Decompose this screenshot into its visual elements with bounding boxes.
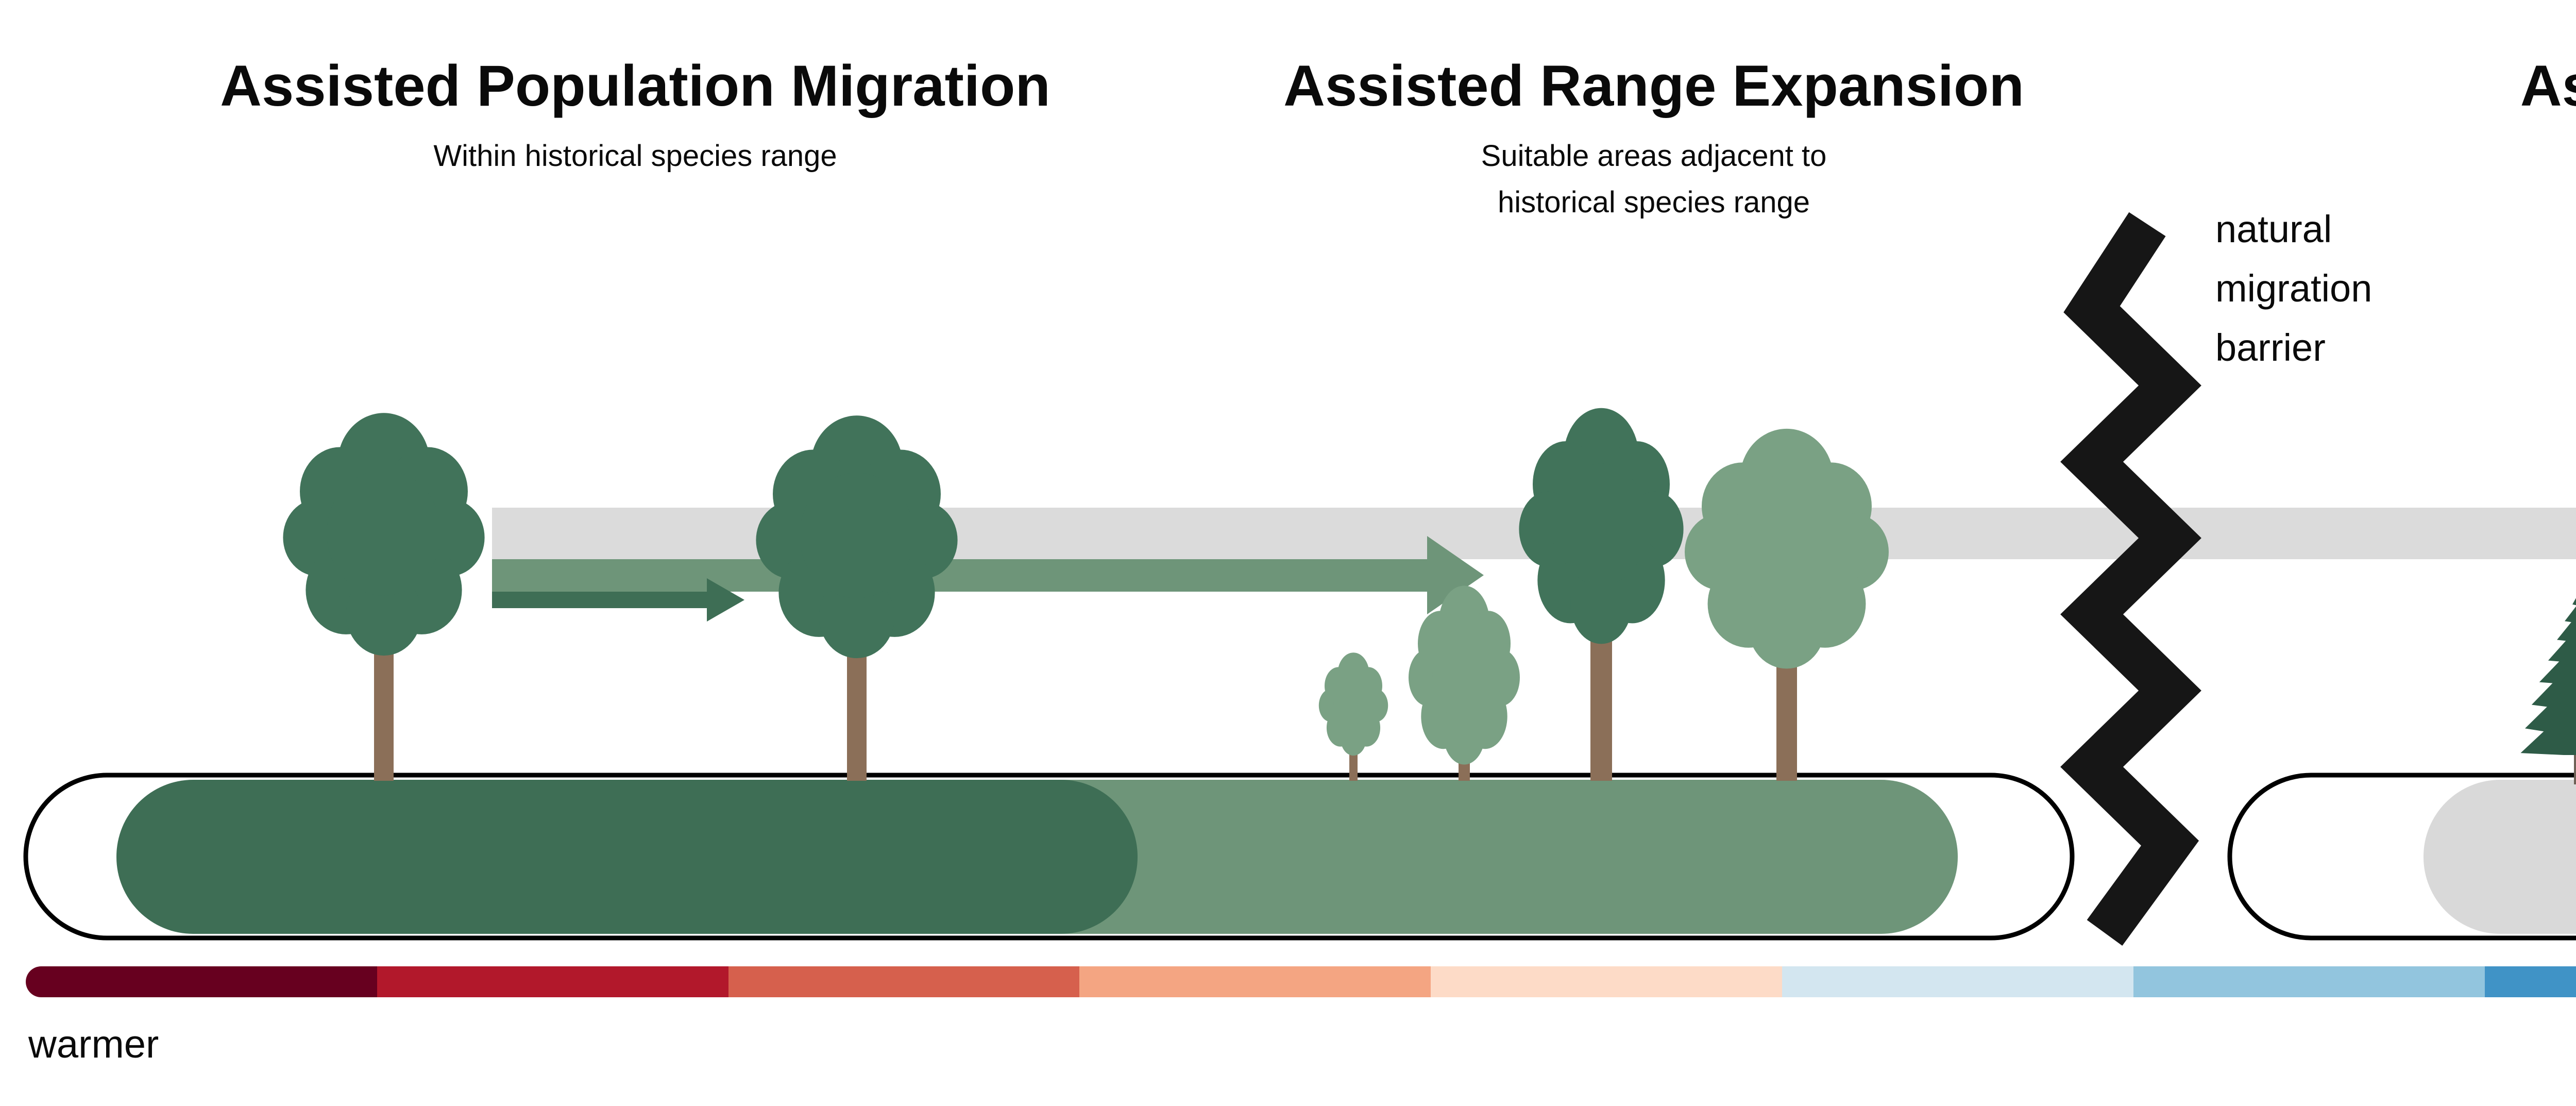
deciduous-crown bbox=[1519, 408, 1684, 644]
colorbar-label-warmer: warmer bbox=[28, 1023, 159, 1066]
colorbar-segment bbox=[1782, 966, 2133, 997]
deciduous-crown bbox=[1318, 652, 1388, 756]
deciduous-crown bbox=[283, 413, 485, 656]
core-range-capsule bbox=[116, 780, 1138, 934]
barrier-label-line3: barrier bbox=[2215, 326, 2326, 369]
migration-barrier-label: natural migration barrier bbox=[2215, 208, 2372, 369]
outside-range-gray-capsule bbox=[2424, 780, 2576, 934]
left-tree-2 bbox=[756, 415, 958, 781]
middle-sapling-small bbox=[1318, 652, 1388, 781]
left-tree-1 bbox=[283, 413, 485, 781]
green-range-expansion-arrow bbox=[492, 536, 1484, 614]
right-conifer-small-1 bbox=[2520, 591, 2576, 784]
colorbar-segment bbox=[26, 966, 377, 997]
colorbar-segment bbox=[377, 966, 728, 997]
middle-tree-light bbox=[1685, 428, 1889, 781]
dark-green-population-arrow bbox=[492, 578, 744, 622]
deciduous-crown bbox=[1685, 428, 1889, 669]
are-subtitle-line1: Suitable areas adjacent to bbox=[1481, 139, 1827, 173]
section-asm-header: Assisted Species Migration Areas outside… bbox=[2520, 54, 2576, 118]
section-apm-header: Assisted Population Migration Within his… bbox=[220, 54, 1050, 173]
migration-barrier-zigzag bbox=[2060, 212, 2201, 946]
section-are-header: Assisted Range Expansion Suitable areas … bbox=[1283, 54, 2024, 219]
middle-sapling-medium bbox=[1409, 585, 1520, 781]
colorbar-segment bbox=[1431, 966, 1782, 997]
are-title: Assisted Range Expansion bbox=[1283, 54, 2024, 118]
temperature-colorbar bbox=[26, 966, 2576, 997]
deciduous-crown bbox=[756, 415, 958, 659]
barrier-label-line1: natural bbox=[2215, 208, 2332, 250]
colorbar-segment bbox=[2485, 966, 2576, 997]
conifer-crown bbox=[2520, 591, 2576, 755]
apm-subtitle: Within historical species range bbox=[433, 139, 837, 173]
colorbar-segment bbox=[728, 966, 1080, 997]
colorbar-segment bbox=[1079, 966, 1431, 997]
apm-title: Assisted Population Migration bbox=[220, 54, 1050, 118]
barrier-label-line2: migration bbox=[2215, 267, 2372, 310]
colorbar-segment bbox=[2133, 966, 2485, 997]
middle-tree-dark bbox=[1519, 408, 1684, 781]
are-subtitle-line2: historical species range bbox=[1498, 186, 1810, 219]
asm-title: Assisted Species Migration bbox=[2520, 54, 2576, 118]
deciduous-crown bbox=[1409, 585, 1520, 765]
